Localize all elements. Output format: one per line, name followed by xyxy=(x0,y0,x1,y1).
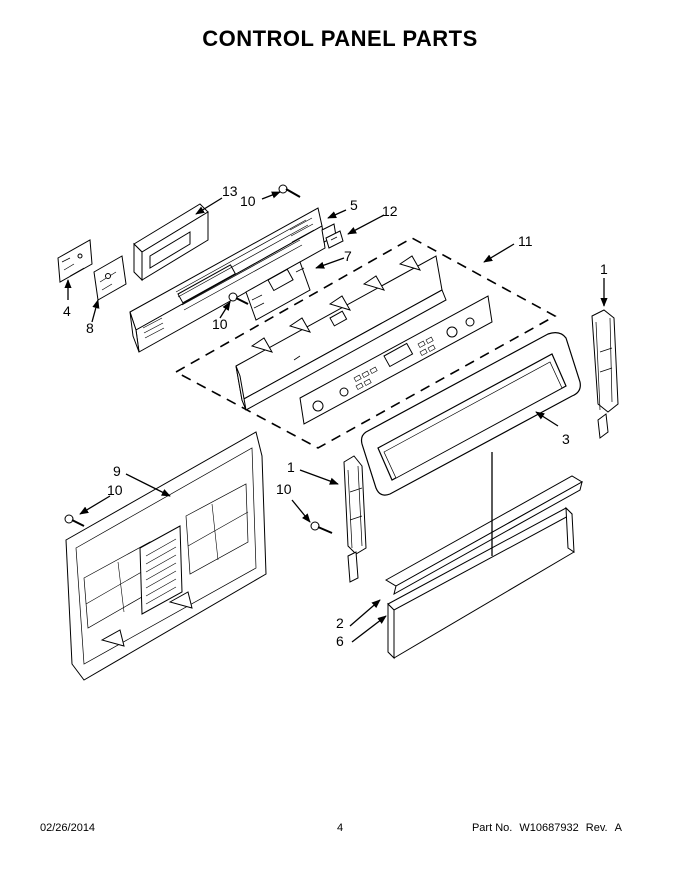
part-9-rear-panel xyxy=(65,431,267,681)
part-number-label: Part No. xyxy=(471,822,513,834)
part-13-bracket xyxy=(133,203,209,282)
part-1-left-end-cap xyxy=(343,455,367,583)
part-3-control-frame xyxy=(360,332,581,496)
screw-icon xyxy=(64,184,333,534)
callout-3: 3 xyxy=(562,431,570,447)
callout-labels: 13 10 5 12 7 11 1 4 8 10 3 9 10 1 10 2 6 xyxy=(63,183,608,649)
callout-1: 1 xyxy=(600,261,608,277)
part-1-right-end-cap xyxy=(591,309,619,439)
screw-icon-rear xyxy=(64,514,85,527)
assembly-dashed-outline xyxy=(174,237,557,449)
part-4-circuit-board xyxy=(57,239,93,283)
callout-13: 13 xyxy=(222,183,238,199)
part-7-electronic-control xyxy=(245,261,311,321)
callout-9: 9 xyxy=(113,463,121,479)
callout-10: 10 xyxy=(276,481,292,497)
page-title: CONTROL PANEL PARTS xyxy=(202,26,478,51)
part-2-trim-strip xyxy=(385,475,583,596)
callout-4: 4 xyxy=(63,303,71,319)
screw-icon-top xyxy=(278,184,301,198)
part-12-clip xyxy=(325,230,344,249)
callout-10: 10 xyxy=(107,482,123,498)
callout-11: 11 xyxy=(518,233,533,249)
revision-label: Rev. xyxy=(585,822,608,834)
part-8-circuit-board xyxy=(93,255,127,301)
screw-icon-control xyxy=(228,292,249,305)
rear-control-bracket xyxy=(129,207,326,353)
footer-page-number: 4 xyxy=(336,822,344,834)
callout-6: 6 xyxy=(336,633,344,649)
callout-10: 10 xyxy=(240,193,256,209)
part-11-touch-overlay xyxy=(299,295,493,425)
footer-part-number: Part No. W10687932 Rev. A xyxy=(472,822,622,834)
callout-5: 5 xyxy=(350,197,358,213)
control-panel-backing xyxy=(235,255,447,411)
callout-8: 8 xyxy=(86,320,94,336)
callout-2: 2 xyxy=(336,615,344,631)
callout-7: 7 xyxy=(344,248,352,264)
part-6-lower-bracket xyxy=(387,506,575,660)
callout-1: 1 xyxy=(287,459,295,475)
callout-10: 10 xyxy=(212,316,228,332)
callout-leaders xyxy=(64,191,608,643)
footer-date: 02/26/2014 xyxy=(40,822,96,834)
revision-value: A xyxy=(614,822,622,834)
part-number-value: W10687932 xyxy=(519,822,579,834)
screw-icon-side xyxy=(310,521,333,534)
callout-12: 12 xyxy=(382,203,398,219)
